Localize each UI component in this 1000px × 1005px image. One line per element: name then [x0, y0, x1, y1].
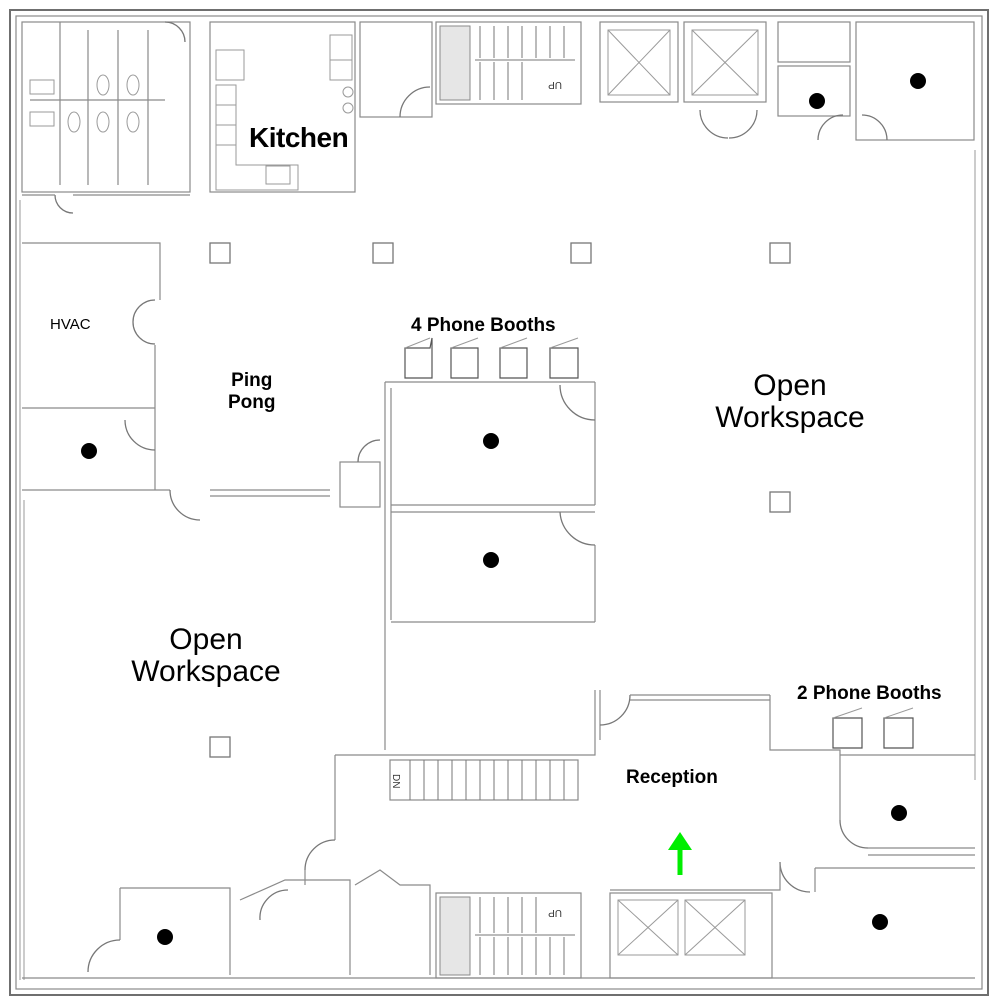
- reception-area: [304, 690, 975, 893]
- kitchen-label: Kitchen: [249, 122, 349, 153]
- south-stair-treads: [409, 760, 565, 800]
- reception-label: Reception: [626, 767, 718, 788]
- black-dot-icon: [891, 805, 907, 821]
- black-dot-icon: [81, 443, 97, 459]
- black-dot-icon: [872, 914, 888, 930]
- stair-dn-label: DN: [390, 774, 401, 788]
- phone-booths-4-label: 4 Phone Booths: [411, 315, 556, 336]
- ping-pong-line1: Ping: [231, 370, 273, 391]
- open-workspace-west-line2: Workspace: [131, 655, 281, 688]
- outer-walls: [9, 9, 989, 996]
- restrooms: [21, 21, 191, 214]
- bottom-rooms: [22, 867, 975, 979]
- stair-up-label-bottom: UP: [548, 907, 562, 918]
- black-dot-icon: [809, 93, 825, 109]
- room-markers: [81, 73, 926, 945]
- ping-pong-line2: Pong: [228, 392, 276, 413]
- stair-up-label-top: UP: [548, 79, 562, 90]
- hvac-label: HVAC: [50, 316, 91, 333]
- open-workspace-west-line1: Open: [169, 623, 243, 656]
- phone-booths-4: [404, 337, 579, 379]
- bottom-stair-treads: [479, 897, 565, 975]
- black-dot-icon: [157, 929, 173, 945]
- columns: [209, 242, 791, 758]
- green-up-arrow-icon: [668, 832, 692, 875]
- phone-booths-2: [832, 707, 914, 749]
- kitchen-area: [209, 21, 356, 193]
- central-offices: [339, 381, 596, 750]
- top-stair-treads: [479, 26, 565, 100]
- ping-pong-label: Ping Pong: [228, 370, 276, 414]
- open-workspace-east-line2: Workspace: [715, 401, 865, 434]
- black-dot-icon: [483, 552, 499, 568]
- west-rooms: [22, 242, 330, 521]
- open-workspace-west-label: Open Workspace: [120, 624, 292, 688]
- top-rooms: [359, 21, 975, 141]
- phone-booths-2-label: 2 Phone Booths: [797, 683, 942, 704]
- black-dot-icon: [910, 73, 926, 89]
- black-dot-icon: [483, 433, 499, 449]
- open-workspace-east-line1: Open: [753, 369, 827, 402]
- open-workspace-east-label: Open Workspace: [704, 370, 876, 434]
